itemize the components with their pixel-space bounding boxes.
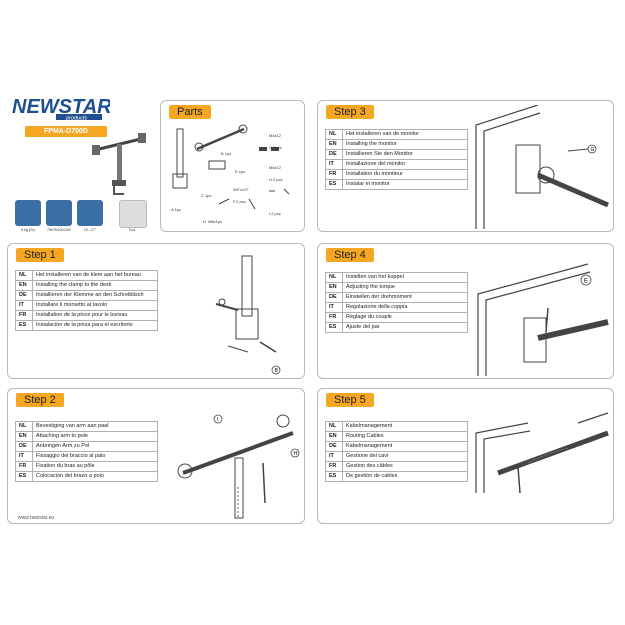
weight-icon — [15, 200, 41, 226]
vesa-icon — [46, 200, 72, 226]
spec-label: 75x75/100x100 — [47, 228, 71, 232]
part-label-d: D. M8x1pc — [203, 219, 223, 224]
part-label-b: B 1pc — [221, 151, 232, 156]
step-4-illustration: E — [477, 263, 609, 376]
spec-label: 10 - 27" — [83, 228, 97, 232]
callout-b — [271, 365, 281, 375]
website-link[interactable]: www.newstar.eu — [18, 515, 55, 521]
model-badge: FPMA-D700D — [25, 126, 107, 137]
callout-i — [213, 414, 223, 424]
step-3-title: Step 3 — [326, 105, 374, 119]
callout-b-label: B — [275, 368, 279, 374]
part-label-f: F.2 pcs — [233, 199, 246, 204]
parts-panel: Parts A 1pc B 1pc C 1pc D. M8x1pc E.1pc … — [160, 100, 305, 232]
step-1-title: Step 1 — [16, 248, 64, 262]
part-label-h: H.2 pcs — [269, 177, 283, 182]
step-5-title: Step 5 — [326, 393, 374, 407]
spec-label: 8 kg (2x) — [21, 228, 35, 232]
callout-h-label: H — [294, 451, 298, 457]
part-label-a: A 1pc — [171, 207, 182, 212]
part-label-m4: M4x12 — [269, 133, 282, 138]
step-3-illustration: G — [475, 105, 609, 229]
tool-icon — [119, 200, 147, 228]
callout-i-label: I — [217, 417, 218, 423]
product-illustration — [92, 133, 146, 195]
parts-title: Parts — [169, 105, 211, 119]
callout-g — [587, 144, 597, 154]
callout-e-label: E — [584, 279, 588, 285]
screen-size-icon — [77, 200, 103, 226]
spec-label: Tool — [128, 228, 136, 232]
part-label-m6: M6x12 — [269, 165, 282, 170]
callout-h — [290, 448, 300, 458]
step-2-title: Step 2 — [16, 393, 64, 407]
step-5-illustration — [475, 412, 609, 494]
step-1-illustration: B — [215, 255, 281, 375]
part-label-g: G.8pcs — [269, 145, 282, 150]
logo-subtext: products — [65, 116, 87, 122]
callout-e — [580, 274, 592, 286]
callout-g-label: G — [591, 147, 595, 153]
part-label-size: 3/8"x1/2" — [233, 187, 249, 192]
part-label-c: C 1pc — [201, 193, 212, 198]
step-2-illustration: I H — [177, 414, 300, 519]
parts-illustration — [172, 124, 290, 210]
newstar-logo: NEWSTAR products — [12, 96, 110, 122]
logo-text: NEWSTAR — [12, 96, 110, 118]
step-4-title: Step 4 — [326, 248, 374, 262]
part-label-i: I.2 pcs — [269, 211, 281, 216]
part-label-e: E.1pc — [235, 169, 246, 174]
